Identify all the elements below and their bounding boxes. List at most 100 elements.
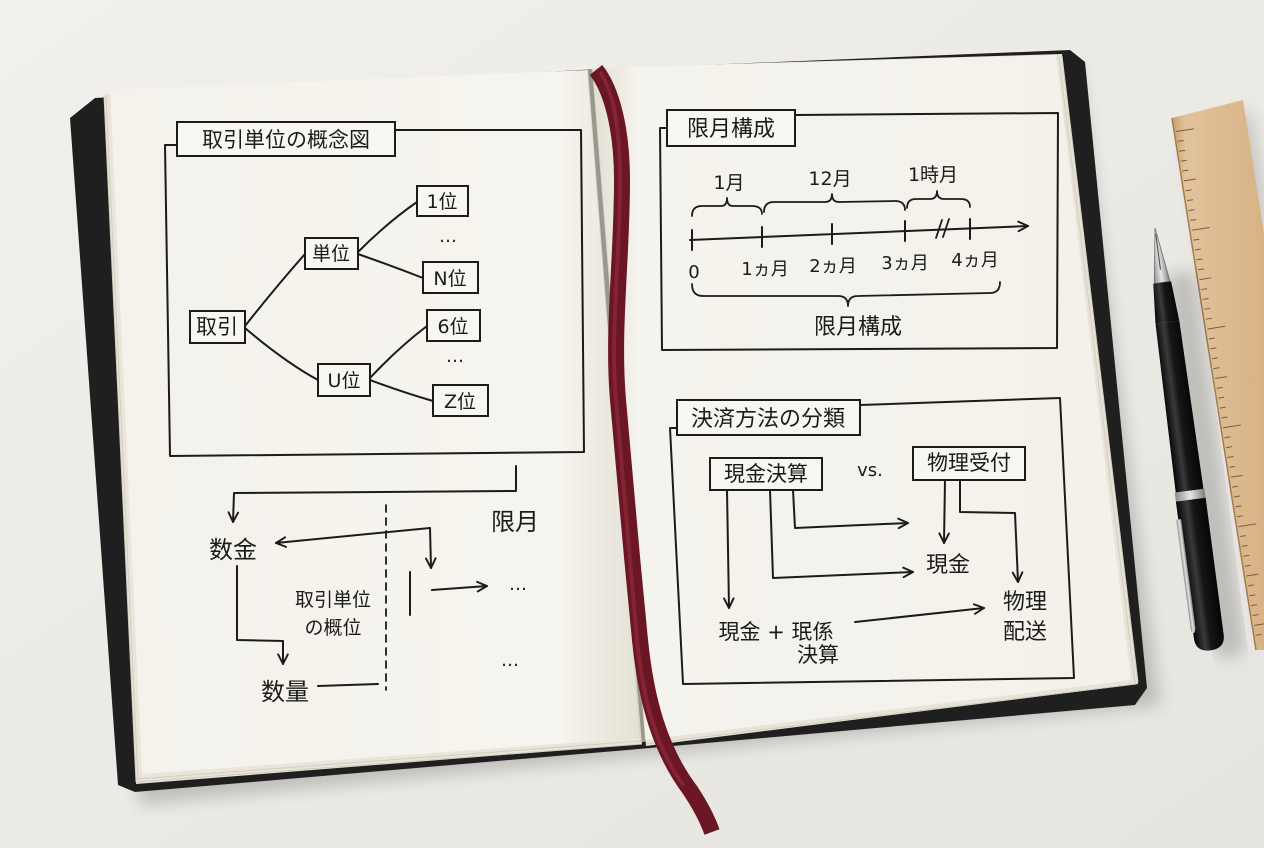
page-edge-line [103,95,137,783]
timeline-span-brace [691,281,1001,307]
settlement-title-box [676,399,861,436]
settlement-arrow [769,489,914,579]
left-page [110,70,640,774]
ruler-tick [1199,277,1212,281]
flow-node-contract-month: 限月 [491,508,539,536]
ruler-tick [1185,189,1192,192]
ruler-tick [1225,446,1233,449]
settlement-arrow [792,489,909,530]
ruler-tick [1208,337,1215,340]
flow-arrow-down-to-quantity [236,565,289,665]
timeline-tick-label: 3ヵ月 [881,253,928,274]
ruler-tick [1186,199,1194,202]
tree-node-box [426,309,481,342]
tree-node-box [422,261,479,294]
pen-cap [1175,497,1224,651]
ruler-tick [1238,523,1257,528]
wooden-ruler [1171,100,1264,660]
ruler-body [1172,100,1264,650]
timeline-tick-label: 1ヵ月 [741,259,788,280]
page-edge-line [136,740,642,780]
pen-clip [1176,519,1196,633]
timeline-brace [906,190,971,209]
flow-node-quantity: 数量 [261,678,309,706]
timeline-tick-label: 2ヵ月 [809,256,856,277]
page-edge-line [645,683,1137,745]
flow-quantity-line [317,683,379,687]
settlement-mixed-line2: 決算 [797,643,839,667]
brace-label: 1時月 [908,164,958,186]
flow-center-label-line2: の概位 [304,617,361,639]
pen-nib-slit [1155,233,1161,270]
settlement-cash-settlement: 現金決算 [724,462,808,486]
flow-arrow-bidirectional [275,527,437,569]
settlement-physical-receipt: 物理受付 [927,451,1011,475]
pen-grip [1153,281,1180,324]
ruler-edge [1171,117,1257,651]
settlement-arrow [938,479,950,544]
tree-leaf-label: 1位 [426,191,457,213]
tree-root-label: 取引 [196,315,238,339]
ruler-tick [1179,149,1186,152]
ruler-tick [1205,317,1212,320]
ruler-tick [1191,226,1210,231]
tree-leaf-label: N位 [433,268,466,290]
ruler-tick [1201,288,1208,291]
tree-node-box [317,363,371,397]
settlement-title: 決済方法の分類 [691,407,845,432]
flow-node-amount: 数金 [209,536,257,564]
settlement-arrow [723,489,735,609]
ruler-tick [1196,258,1203,261]
ruler-tick [1249,594,1256,597]
timeline-axis [689,220,1029,241]
flow-center-label-line1: 取引単位 [295,589,371,611]
tree-branch-upper-label: 単位 [312,243,350,265]
ruler-tick [1176,128,1195,133]
settlement-frame [669,397,1075,685]
flow-arrow-top-loop [227,465,517,523]
flow-arrow-right [431,580,488,593]
ruler-tick [1250,604,1258,607]
ruler-tick [1188,209,1195,212]
concept-diagram: 取引単位の概念図 取引 単位 U位 1位 … N位 6位 … Z位 [164,121,585,457]
ruler-tick [1233,495,1240,498]
settlement-node-box [912,446,1026,481]
ruler-tick [1207,325,1226,330]
ruler-tick [1247,584,1254,587]
ruler-tick [1218,396,1225,399]
page-edge-line [1058,56,1136,684]
settlement-node-box [709,457,823,491]
ruler-tick [1232,485,1239,488]
ruler-tick [1229,465,1236,468]
ruler-tick [1240,535,1247,537]
ruler-tick [1177,139,1184,142]
flow-ellipsis-upper: … [509,574,527,595]
ruler-tick [1219,406,1226,409]
ruler-tick [1193,238,1200,241]
contract-month-frame [659,112,1059,351]
timeline-tick-label: 0 [688,262,699,283]
ruler-tick [1215,376,1228,379]
ruler-tick [1255,633,1262,636]
ruler-tick [1202,298,1209,300]
tree-leaf-label: 6位 [437,316,468,338]
flow-ellipsis-lower: … [501,650,519,671]
tree-connector [369,325,428,379]
concept-diagram-title-box [176,121,396,157]
tree-node-box [432,384,489,417]
ruler-tick [1252,614,1259,617]
timeline-break-mark [935,219,943,239]
page-edge-line [135,743,643,783]
tree-connector [244,327,319,381]
ruler-tick [1213,367,1220,370]
settlement-mixed-line1: 現金 + 珉係 [719,620,834,644]
tree-leaf-label: Z位 [444,391,476,413]
tree-branch-lower-label: U位 [328,370,361,392]
tree-node-box [304,237,359,270]
page-edge-line [105,94,139,781]
tree-connector [357,253,424,279]
ruler-tick [1227,456,1234,458]
tree-connector [369,379,434,402]
timeline-break-mark [942,218,950,238]
ruler-tick [1222,424,1241,429]
